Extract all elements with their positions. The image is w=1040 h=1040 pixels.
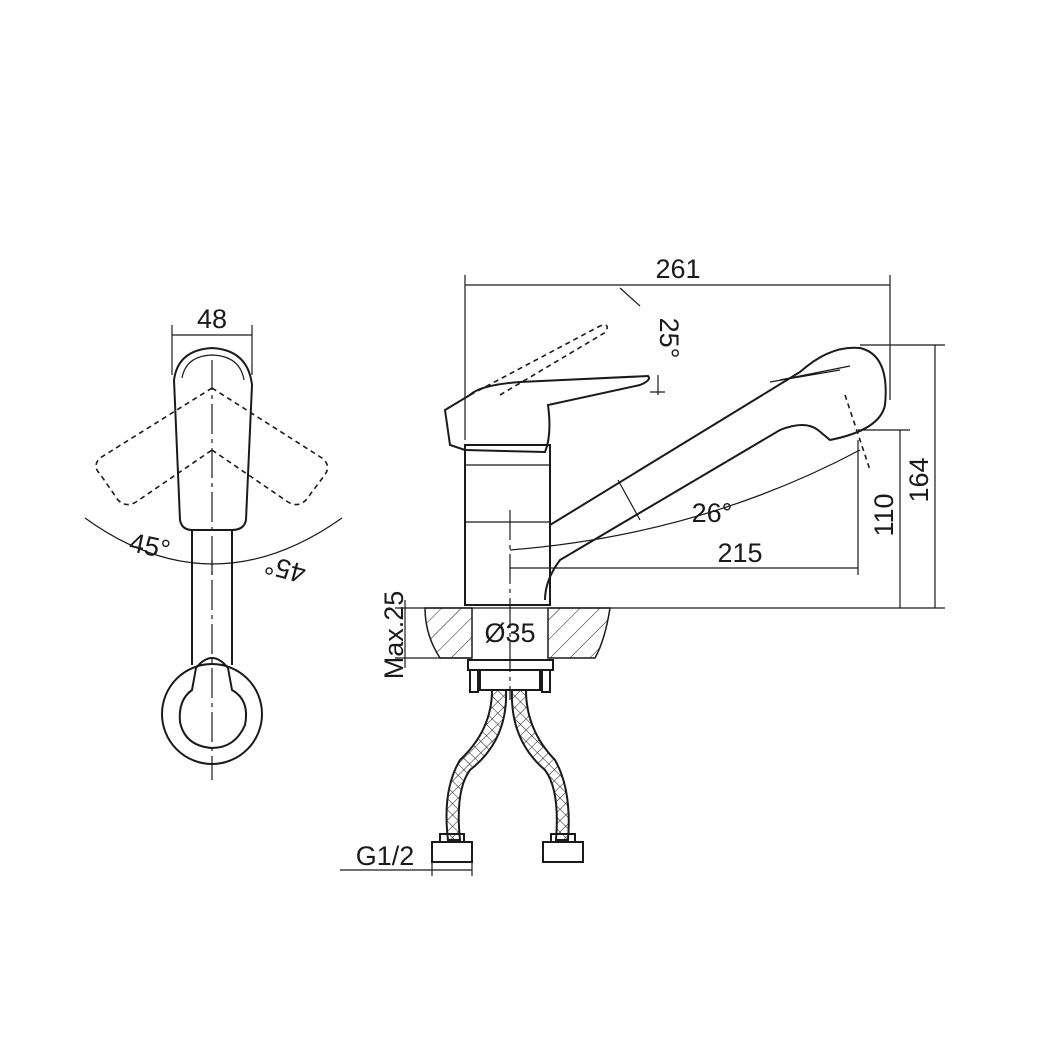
handle-rotated-left: [95, 387, 213, 506]
handle-lifted: [469, 324, 608, 396]
spout-angle-label: 26°: [692, 498, 733, 528]
hole-diameter-label: Ø35: [484, 618, 535, 648]
faucet-body: [464, 444, 551, 606]
spout-reach-label: 215: [717, 538, 762, 568]
angle-left-label: 45°: [127, 527, 173, 565]
supply-hose-right: [510, 689, 570, 841]
mounting-nut: [479, 669, 541, 691]
faucet-handle: [443, 374, 650, 454]
dimension-overall-length: 261: [464, 254, 891, 440]
spout-stem: [191, 530, 233, 665]
connection-label: G1/2: [356, 841, 415, 871]
top-view: 48 45° 45°: [84, 304, 343, 780]
hose-fitting-right: [542, 833, 584, 863]
spray-head-top: [161, 663, 263, 765]
angle-right-label: 45°: [262, 549, 309, 589]
countertop-section-left: [424, 607, 473, 659]
overall-height-label: 164: [904, 457, 934, 502]
width-label: 48: [197, 304, 227, 334]
handle-angle-label: 25°: [654, 318, 684, 359]
countertop-section-right: [547, 607, 611, 659]
overall-length-label: 261: [655, 254, 700, 284]
supply-hose-left: [445, 689, 508, 841]
spout: [544, 346, 887, 601]
deck-thickness-label: Max.25: [379, 591, 409, 680]
dimension-width: 48: [171, 304, 253, 375]
side-view: 261 25° 26° 215 110 164: [340, 254, 945, 876]
spout-height-label: 110: [869, 493, 899, 536]
spray-head-keyhole: [178, 657, 248, 750]
handle-rotated-right: [211, 387, 329, 506]
handle-body-top: [172, 346, 254, 531]
